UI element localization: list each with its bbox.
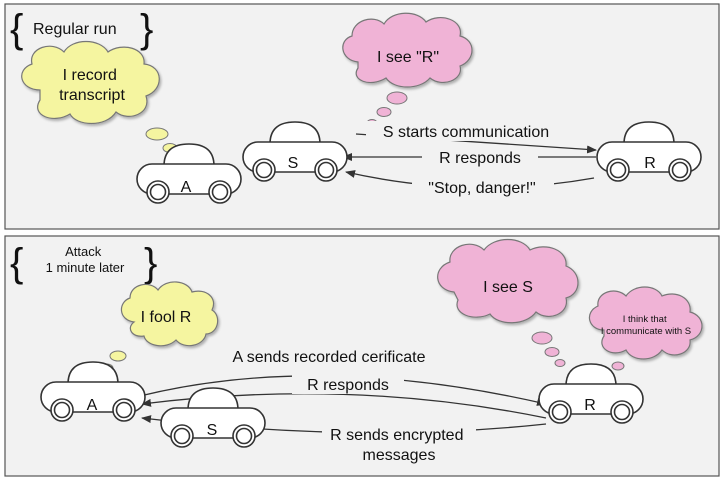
car-s-attack-label: S — [207, 422, 218, 439]
s-see-r-thought-text: I see "R" — [377, 49, 439, 66]
r-see-s-bubbles — [531, 331, 566, 367]
r-see-s-thought-text: I see S — [483, 279, 533, 296]
car-a-regular-label: A — [181, 179, 192, 196]
attack-panel: { Attack 1 minute later } I fool R I see… — [4, 235, 720, 477]
encrypted-label-bg — [322, 422, 476, 464]
respond-label-bg — [422, 148, 538, 168]
replay-label-bg — [212, 346, 446, 366]
s-see-r-thought-cloud — [342, 12, 473, 88]
attack-left-brace: { — [10, 241, 23, 285]
a-record-thought-text: I record transcript — [59, 67, 125, 104]
r-responds-label: R responds — [439, 150, 521, 167]
stop-danger-label: "Stop, danger!" — [428, 180, 535, 197]
attack-r-responds-label: R responds — [307, 377, 389, 394]
start-label-bg — [366, 121, 580, 141]
attack-respond-label-bg — [292, 374, 404, 394]
car-r-attack-label: R — [584, 397, 596, 414]
attack-right-brace: } — [144, 241, 157, 285]
regular-panel-label: Regular run — [33, 21, 117, 38]
replay-certificate-label: A sends recorded cerificate — [233, 349, 426, 366]
r-see-s-thought-cloud — [437, 238, 579, 324]
r-think-thought-text: I think that I communicate with S — [601, 314, 691, 337]
a-fool-thought-text: I fool R — [141, 309, 192, 326]
regular-right-brace: } — [140, 7, 153, 51]
attack-panel-label: Attack 1 minute later — [46, 244, 125, 275]
regular-run-panel: { Regular run } I record transcript I se… — [4, 3, 720, 230]
encrypted-messages-label: R sends encrypted messages — [330, 427, 468, 464]
a-record-thought-cloud — [21, 40, 160, 125]
r-think-thought-cloud — [588, 286, 703, 360]
regular-left-brace: { — [10, 7, 23, 51]
stop-label-bg — [412, 178, 554, 198]
s-starts-communication-label: S starts communication — [383, 124, 549, 141]
car-s-regular-label: S — [288, 155, 299, 172]
a-fool-thought-cloud — [120, 281, 219, 347]
car-a-attack-label: A — [87, 397, 98, 414]
car-r-regular-label: R — [644, 155, 656, 172]
